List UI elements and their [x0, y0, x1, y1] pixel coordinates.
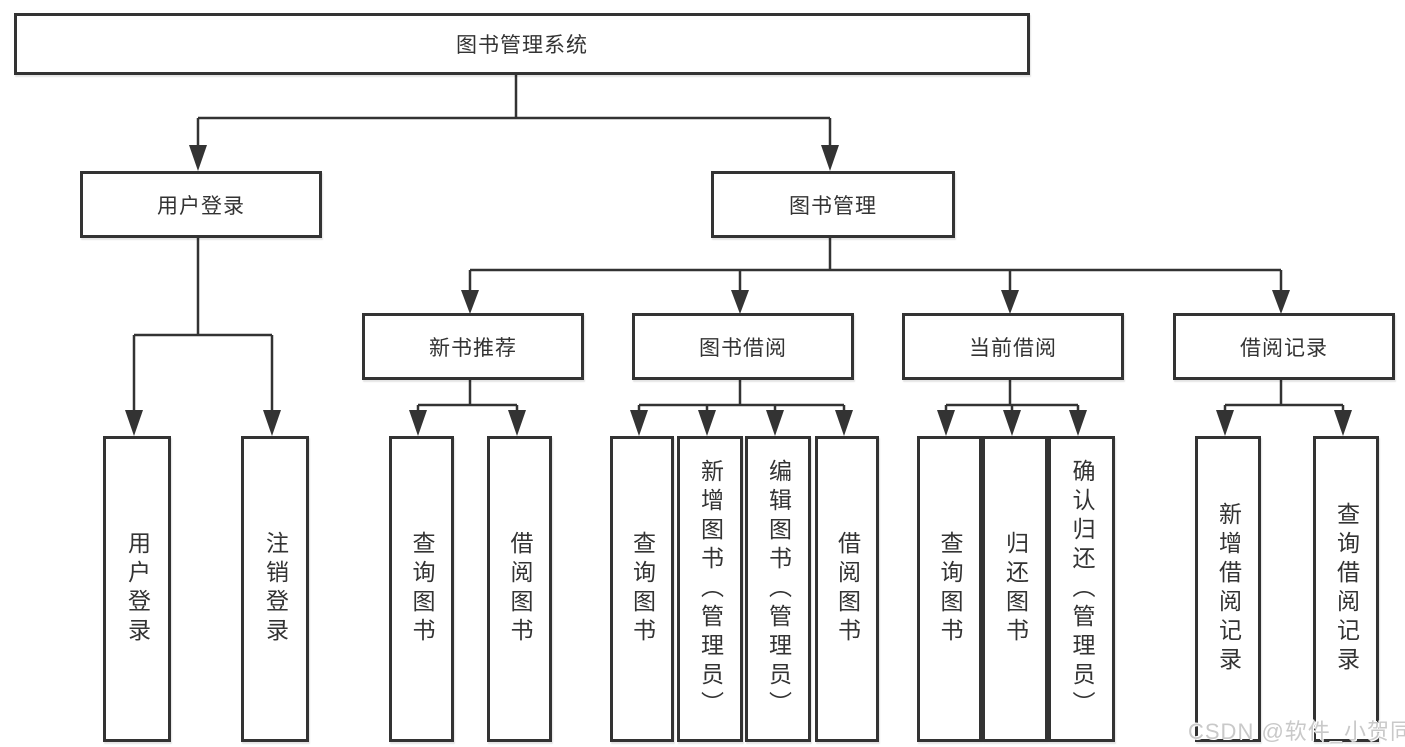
- node-borrowing-records: 借阅记录: [1173, 313, 1395, 380]
- leaf-user-login: 用户登录: [103, 436, 171, 742]
- connector-bookmgmt-level3: [468, 232, 1283, 291]
- arrow-down-icon: [1069, 410, 1087, 436]
- node-book-management: 图书管理: [711, 171, 955, 238]
- arrow-down-icon: [835, 410, 853, 436]
- arrow-down-icon: [731, 290, 749, 314]
- connector-bookborrow-leaves: [637, 374, 846, 412]
- arrow-down-icon: [1001, 290, 1019, 314]
- leaf-query-books-recommend: 查询图书: [389, 436, 454, 742]
- leaf-label: 新增图书（管理员）: [697, 458, 724, 720]
- leaf-query-books-borrow: 查询图书: [610, 436, 674, 742]
- arrow-down-icon: [409, 410, 427, 436]
- leaf-label: 查询借阅记录: [1333, 502, 1360, 676]
- arrow-down-icon: [461, 290, 479, 314]
- arrow-down-icon: [1003, 410, 1021, 436]
- leaf-query-books-current: 查询图书: [917, 436, 982, 742]
- node-book-borrowing: 图书借阅: [632, 313, 854, 380]
- leaf-label: 用户登录: [124, 531, 151, 647]
- leaf-add-books-admin: 新增图书（管理员）: [677, 436, 743, 742]
- leaf-label: 查询图书: [937, 531, 963, 647]
- leaf-query-borrow-record: 查询借阅记录: [1313, 436, 1379, 742]
- leaf-label: 注销登录: [262, 531, 289, 647]
- leaf-label: 查询图书: [629, 531, 656, 647]
- leaf-borrow-books-recommend: 借阅图书: [487, 436, 552, 742]
- leaf-label: 归还图书: [1002, 531, 1029, 647]
- arrow-down-icon: [698, 410, 716, 436]
- leaf-label: 查询图书: [409, 531, 435, 647]
- connector-records-leaves: [1223, 374, 1345, 412]
- connector-newbooks-leaves: [416, 374, 519, 412]
- arrow-down-icon: [821, 145, 839, 171]
- node-new-book-recommendation: 新书推荐: [362, 313, 584, 380]
- leaf-label: 新增借阅记录: [1215, 502, 1242, 676]
- arrow-down-icon: [630, 410, 648, 436]
- arrow-down-icon: [263, 410, 281, 436]
- arrow-down-icon: [937, 410, 955, 436]
- leaf-edit-books-admin: 编辑图书（管理员）: [745, 436, 811, 742]
- leaf-label: 借阅图书: [507, 531, 533, 647]
- arrow-down-icon: [508, 410, 526, 436]
- leaf-return-books: 归还图书: [982, 436, 1048, 742]
- arrow-down-icon: [189, 145, 207, 171]
- leaf-add-borrow-record: 新增借阅记录: [1195, 436, 1261, 742]
- leaf-logout: 注销登录: [241, 436, 309, 742]
- leaf-label: 借阅图书: [834, 531, 861, 647]
- connector-userlogin-leaves: [132, 232, 274, 412]
- leaf-label: 确认归还（管理员）: [1069, 458, 1095, 720]
- leaf-confirm-return-admin: 确认归还（管理员）: [1048, 436, 1115, 742]
- arrow-down-icon: [1216, 410, 1234, 436]
- arrow-down-icon: [766, 410, 784, 436]
- node-user-login: 用户登录: [80, 171, 322, 238]
- node-current-borrowing: 当前借阅: [902, 313, 1124, 380]
- leaf-label: 编辑图书（管理员）: [765, 458, 792, 720]
- arrow-down-icon: [1272, 290, 1290, 314]
- node-library-management-system: 图书管理系统: [14, 13, 1030, 75]
- connector-root-level2: [196, 69, 832, 147]
- connector-currentborrow-leaves: [944, 374, 1080, 412]
- arrow-down-icon: [125, 410, 143, 436]
- watermark: CSDN @软件_小贺同学: [1188, 719, 1405, 744]
- leaf-borrow-books: 借阅图书: [815, 436, 879, 742]
- arrow-down-icon: [1334, 410, 1352, 436]
